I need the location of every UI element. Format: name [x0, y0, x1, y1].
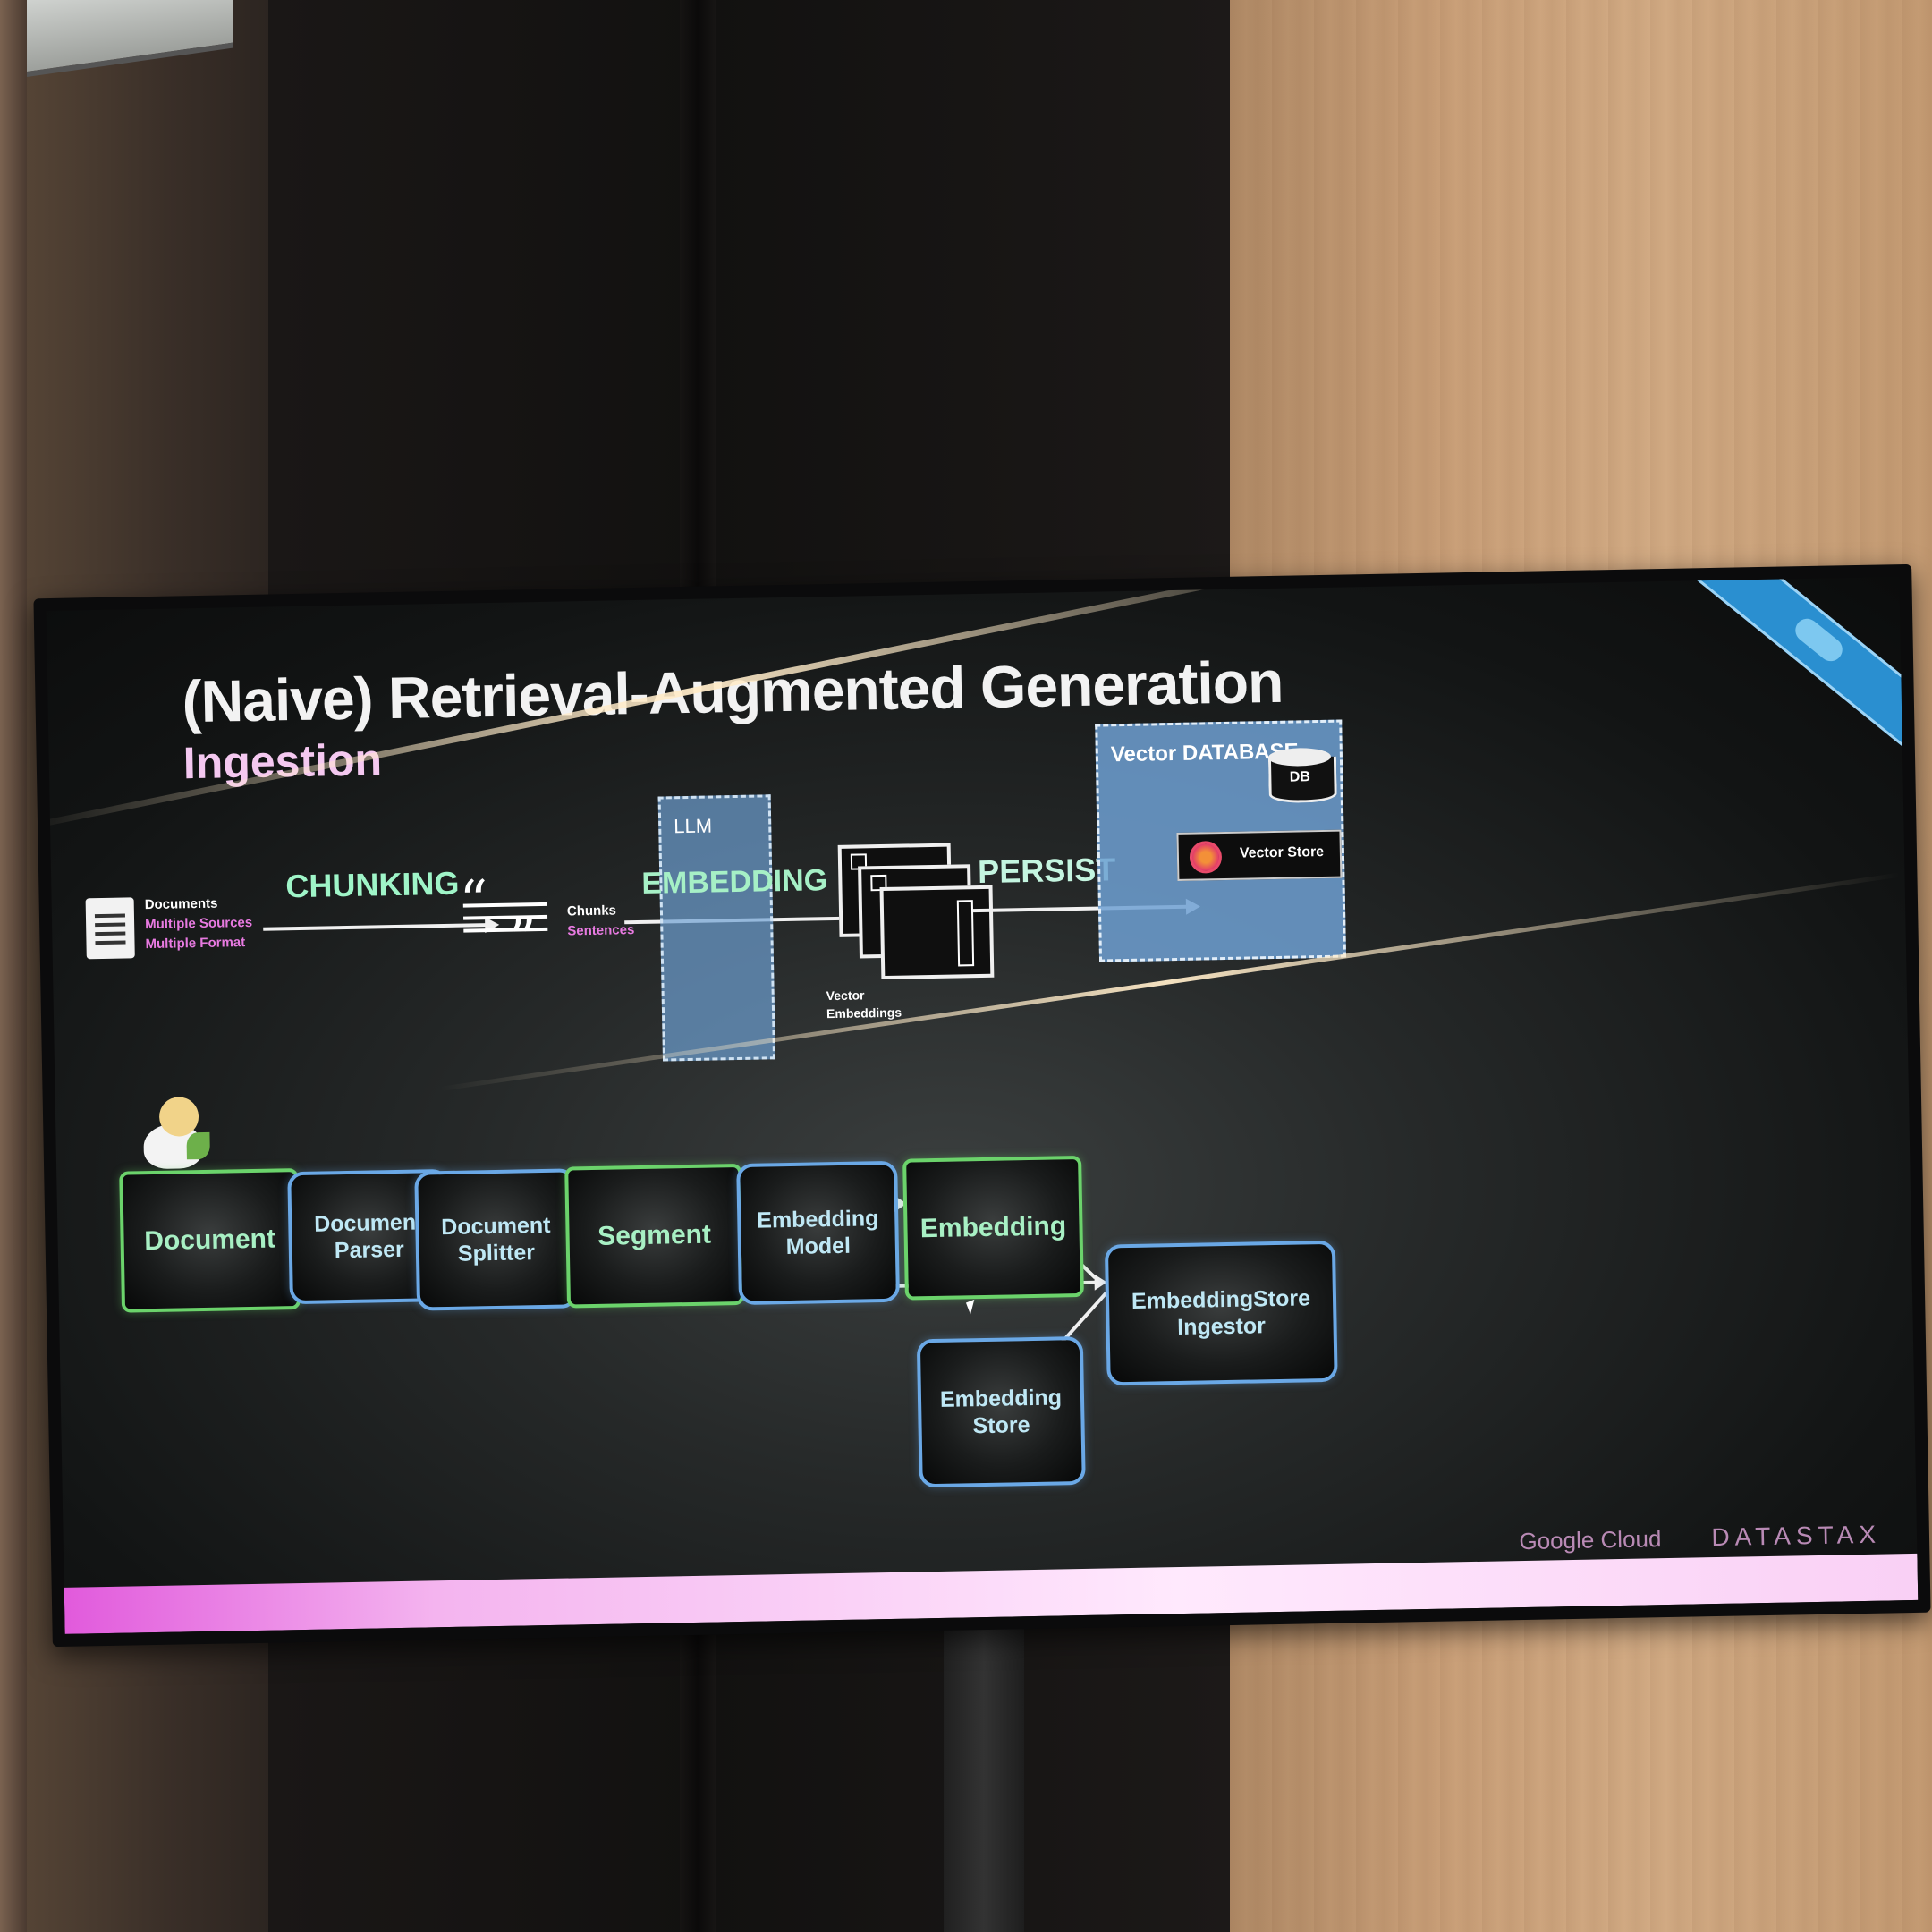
database-label: DB	[1289, 769, 1311, 785]
mascot-icon	[140, 1097, 213, 1178]
document-icon	[85, 897, 135, 960]
documents-label: Documents Multiple Sources Multiple Form…	[145, 894, 253, 954]
corner-ribbon	[1693, 577, 1919, 750]
chunking-label: CHUNKING	[284, 864, 460, 905]
tv-screen: (Naive) Retrieval-Augmented Generation I…	[33, 564, 1931, 1648]
embedding-label: EMBEDDING	[641, 863, 828, 901]
vector-card-3	[879, 885, 995, 980]
slide: (Naive) Retrieval-Augmented Generation I…	[46, 577, 1919, 1634]
segment-node: Segment	[564, 1163, 745, 1309]
chunks-line1: Chunks	[566, 902, 617, 919]
documents-line1: Documents	[144, 895, 218, 913]
documents-line2: Multiple Sources	[144, 914, 253, 933]
documents-line3: Multiple Format	[145, 935, 246, 953]
mouse-cursor-icon	[965, 1299, 979, 1315]
corner-badge	[1791, 614, 1848, 666]
vector-database-box: Vector DATABASE DB Vector Store	[1095, 719, 1347, 962]
llm-box: LLM	[657, 794, 776, 1062]
mascot-leaf	[186, 1131, 210, 1160]
embedding-store-ingestor-node: EmbeddingStore Ingestor	[1104, 1240, 1338, 1386]
vector-bar-icon	[956, 900, 975, 967]
slide-title: (Naive) Retrieval-Augmented Generation	[181, 648, 1284, 735]
vector-store-label: Vector Store	[1239, 843, 1325, 861]
embedding-model-node: Embedding Model	[736, 1160, 901, 1306]
database-icon: DB	[1267, 747, 1337, 806]
open-quote-icon: “	[459, 868, 489, 934]
google-cloud-logo: Google Cloud	[1519, 1525, 1662, 1555]
document-node: Document	[119, 1168, 301, 1313]
chunking-arrow	[263, 923, 487, 931]
datastax-logo: DATASTAX	[1711, 1520, 1882, 1552]
vector-store-logo-icon	[1189, 841, 1223, 874]
embedding-store-node: Embedding Store	[916, 1335, 1086, 1488]
footer-logos: Google Cloud DATASTAX	[1519, 1521, 1881, 1555]
embedding-node: Embedding	[902, 1155, 1084, 1301]
close-quote-icon: ”	[507, 906, 538, 972]
vector-store-bar: Vector Store	[1176, 829, 1343, 881]
document-splitter-node: Document Splitter	[414, 1168, 579, 1311]
left-wall-edge	[0, 0, 27, 1932]
llm-label: LLM	[673, 814, 713, 838]
persist-label: PERSIST	[977, 851, 1116, 891]
tv-stand	[944, 1610, 1024, 1932]
